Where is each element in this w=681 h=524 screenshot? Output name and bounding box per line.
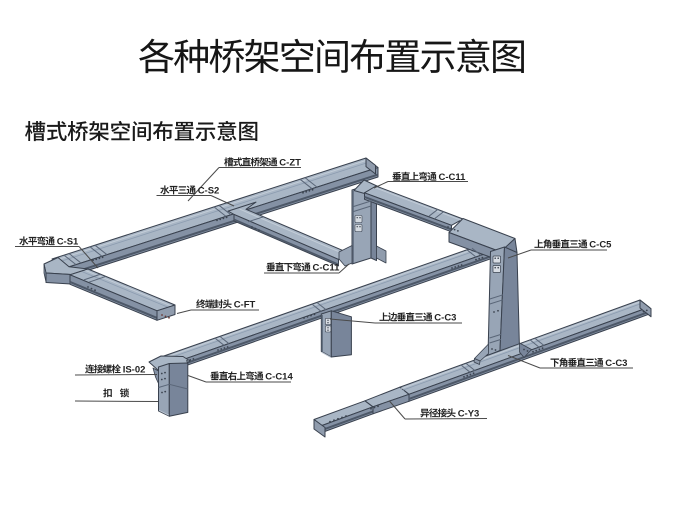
svg-text:C-C14: C-C14 (265, 372, 293, 383)
svg-text:IS-02: IS-02 (123, 365, 146, 376)
svg-text:C-S1: C-S1 (57, 237, 79, 248)
svg-text:C-C11: C-C11 (313, 263, 341, 274)
svg-text:C-C3: C-C3 (434, 313, 456, 324)
svg-text:C-S2: C-S2 (198, 186, 220, 197)
svg-text:C-FT: C-FT (234, 300, 256, 311)
svg-text:C-C3: C-C3 (605, 358, 627, 369)
svg-text:C-C5: C-C5 (589, 240, 612, 251)
svg-text:C-ZT: C-ZT (279, 158, 301, 169)
svg-text:C-C11: C-C11 (439, 172, 467, 183)
svg-text:C-Y3: C-Y3 (458, 409, 480, 420)
